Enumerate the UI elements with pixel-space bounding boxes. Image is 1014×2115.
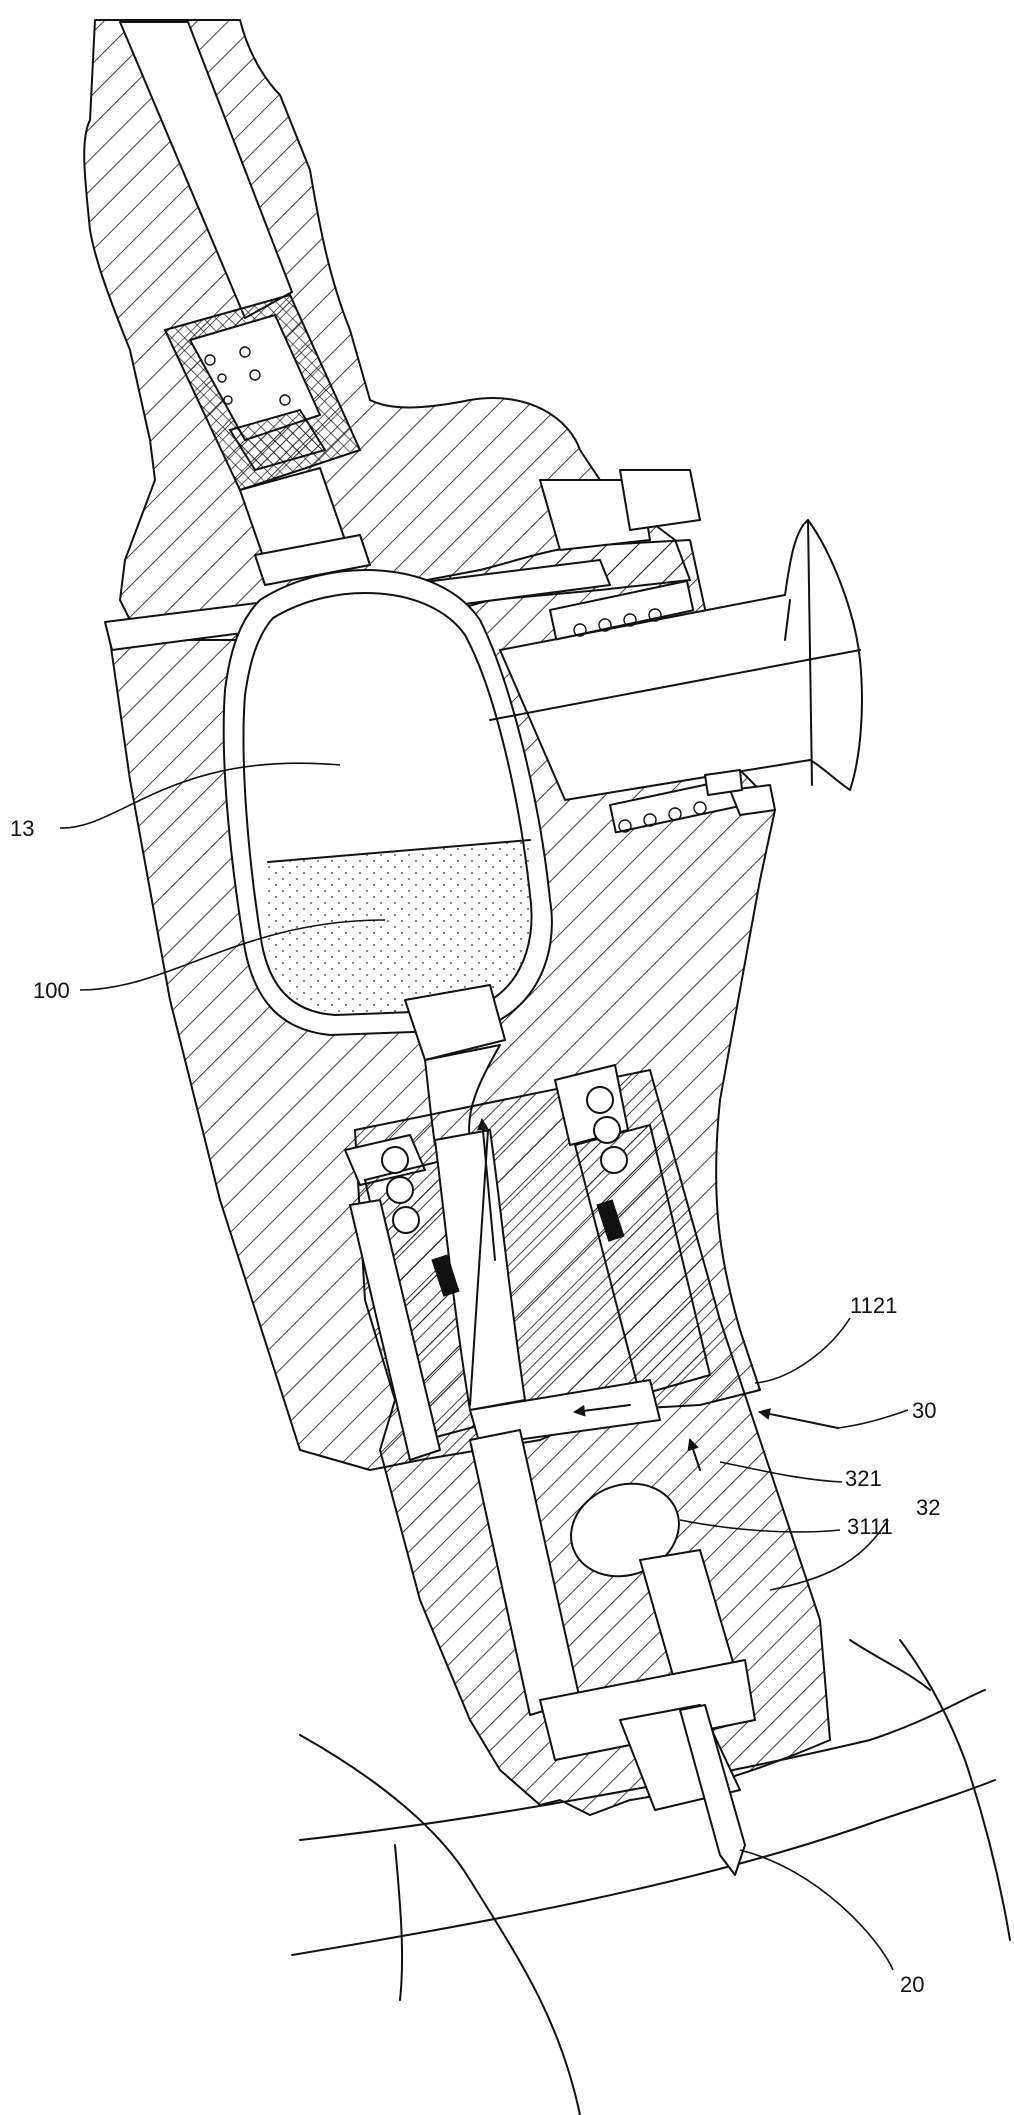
leader-13 — [59, 762, 341, 829]
callout-100: 100 — [33, 978, 70, 1003]
trigger-plunger — [489, 519, 863, 834]
upper-barrel — [83, 19, 691, 641]
leader-20 — [739, 1849, 894, 1971]
chamber-outlet — [404, 984, 506, 1146]
flow-arrows — [476, 1118, 839, 1471]
callout-1121: 1121 — [850, 1293, 897, 1318]
tissue-layers — [291, 1639, 1011, 2115]
leader-100 — [79, 919, 386, 991]
callout-32: 32 — [916, 1495, 940, 1520]
callout-3111: 3111 — [847, 1514, 893, 1539]
upper-spring-coil — [549, 579, 695, 641]
leader-3111 — [679, 1519, 841, 1533]
callout-321: 321 — [845, 1466, 882, 1491]
lower-barrel — [344, 1064, 832, 1876]
right-ball-stack — [586, 1086, 628, 1174]
leader-321 — [719, 1461, 843, 1483]
leader-lines — [59, 762, 909, 1971]
callout-labels: 13 100 1121 30 321 3111 32 20 — [10, 816, 940, 1997]
leader-30 — [837, 1409, 909, 1429]
callout-30: 30 — [912, 1398, 936, 1423]
coupling-balls — [204, 346, 291, 406]
left-ball-stack — [381, 1146, 420, 1234]
callout-20: 20 — [900, 1972, 924, 1997]
callout-13: 13 — [10, 816, 34, 841]
leader-32 — [769, 1519, 889, 1591]
leader-1121 — [754, 1317, 851, 1384]
reservoir-chamber — [222, 569, 553, 1036]
seal-bars — [431, 1199, 625, 1297]
